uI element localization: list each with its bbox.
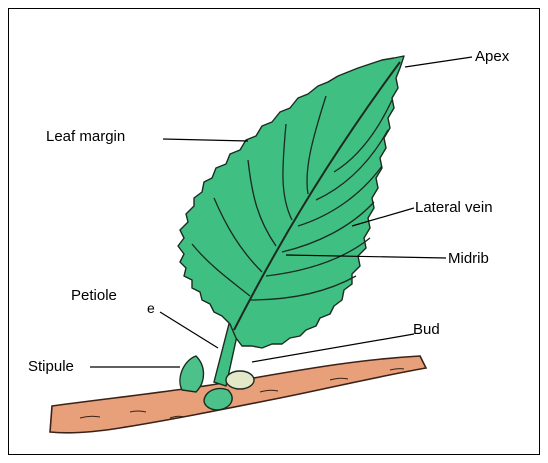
stipule-left (180, 356, 204, 392)
midrib-label: Midrib (448, 251, 489, 266)
petiole-fragment-label: e (147, 301, 155, 315)
bud-label: Bud (413, 322, 440, 337)
stipule-label: Stipule (28, 359, 74, 374)
stipule-bottom (204, 388, 232, 410)
petiole-leader (160, 312, 218, 348)
bud (226, 371, 254, 389)
lateral-vein-label: Lateral vein (415, 200, 493, 215)
leaf-margin-label: Leaf margin (46, 129, 125, 144)
apex-leader (405, 57, 472, 67)
leaf-blade (178, 56, 404, 348)
apex-label: Apex (475, 49, 509, 64)
petiole-label: Petiole (71, 288, 117, 303)
leaf-margin-leader (163, 139, 248, 141)
